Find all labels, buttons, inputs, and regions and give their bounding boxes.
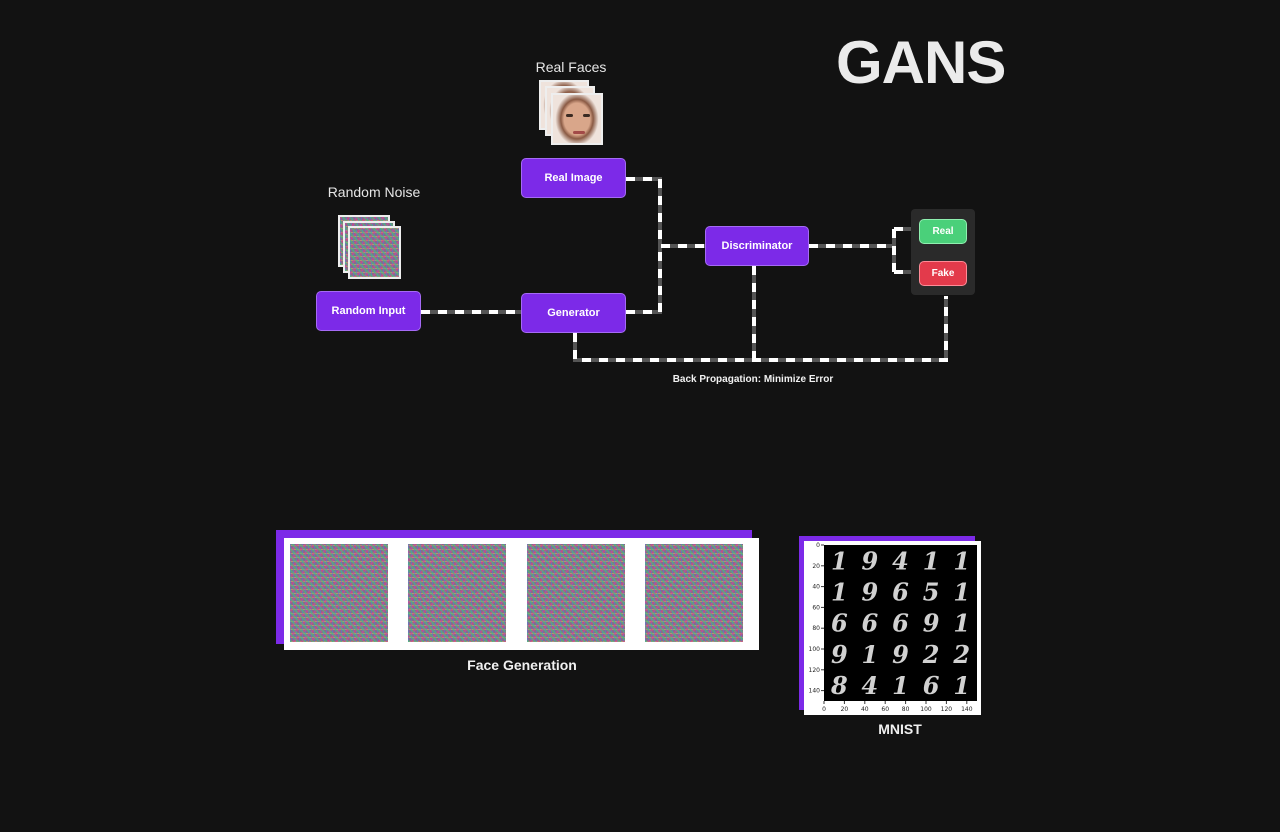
- digit-sample: 6: [892, 609, 909, 638]
- digit-sample: 6: [831, 609, 848, 638]
- x-tick-label: 80: [902, 706, 910, 713]
- digit-sample: 1: [953, 609, 970, 638]
- digit-sample: 1: [831, 546, 848, 575]
- digit-sample: 2: [922, 640, 940, 669]
- generated-face-tile: [408, 544, 506, 642]
- random-input-node[interactable]: Random Input: [316, 291, 421, 331]
- digit-sample: 1: [953, 671, 970, 700]
- digit-sample: 6: [923, 671, 940, 700]
- real-image-node[interactable]: Real Image: [521, 158, 626, 198]
- y-tick-label: 100: [809, 646, 821, 653]
- real-faces-caption: Real Faces: [535, 59, 607, 75]
- digit-sample: 1: [953, 546, 970, 575]
- wire-real-to-disc: [626, 177, 705, 248]
- digit-sample: 6: [892, 578, 909, 607]
- digit-sample: 1: [892, 671, 909, 700]
- x-tick-label: 120: [941, 706, 953, 713]
- backprop-label: Back Propagation: Minimize Error: [672, 374, 834, 385]
- generated-face-tile: [645, 544, 743, 642]
- random-noise-stack: [336, 215, 406, 281]
- generated-face-tile: [290, 544, 388, 642]
- digit-sample: 9: [892, 640, 909, 669]
- output-panel: Real Fake: [911, 209, 975, 295]
- digit-sample: 4: [892, 546, 909, 575]
- digit-sample: 2: [952, 640, 970, 669]
- generated-face-tile: [527, 544, 625, 642]
- x-tick-label: 40: [861, 706, 869, 713]
- digit-sample: 1: [831, 578, 848, 607]
- face-photo: [551, 93, 603, 145]
- y-tick-label: 140: [809, 688, 821, 695]
- digit-sample: 1: [923, 546, 940, 575]
- random-noise-caption: Random Noise: [327, 184, 421, 200]
- wire-disc-to-outputs: [809, 227, 912, 274]
- digit-sample: 1: [953, 578, 970, 607]
- page-title: GANS: [836, 29, 1006, 96]
- y-tick-label: 80: [812, 625, 820, 632]
- plot-area: [824, 545, 977, 701]
- fake-output-badge: Fake: [919, 261, 967, 286]
- y-tick-label: 120: [809, 667, 821, 674]
- digit-sample: 4: [862, 671, 879, 700]
- digit-sample: 9: [831, 640, 848, 669]
- face-generation-label: Face Generation: [467, 657, 577, 673]
- wire-gen-to-disc: [626, 246, 662, 314]
- digit-sample: 1: [862, 640, 879, 669]
- generator-node[interactable]: Generator: [521, 293, 626, 333]
- digit-sample: 5: [923, 578, 940, 607]
- y-tick-label: 0: [816, 542, 820, 549]
- real-output-badge: Real: [919, 219, 967, 244]
- x-tick-label: 100: [920, 706, 932, 713]
- x-tick-label: 60: [881, 706, 889, 713]
- x-tick-label: 20: [841, 706, 849, 713]
- digit-sample: 9: [862, 578, 879, 607]
- digit-sample: 8: [830, 671, 848, 700]
- x-tick-label: 0: [822, 706, 826, 713]
- discriminator-node[interactable]: Discriminator: [705, 226, 809, 266]
- y-tick-label: 20: [812, 563, 820, 570]
- x-tick-label: 140: [961, 706, 973, 713]
- digit-sample: 6: [862, 609, 879, 638]
- mnist-label: MNIST: [878, 721, 922, 737]
- y-tick-label: 60: [812, 604, 820, 611]
- real-faces-stack: [537, 80, 607, 148]
- face-generation-gallery: [284, 538, 759, 650]
- digit-sample: 9: [923, 609, 940, 638]
- digit-sample: 9: [862, 546, 879, 575]
- noise-image: [348, 226, 401, 279]
- y-tick-label: 40: [812, 584, 820, 591]
